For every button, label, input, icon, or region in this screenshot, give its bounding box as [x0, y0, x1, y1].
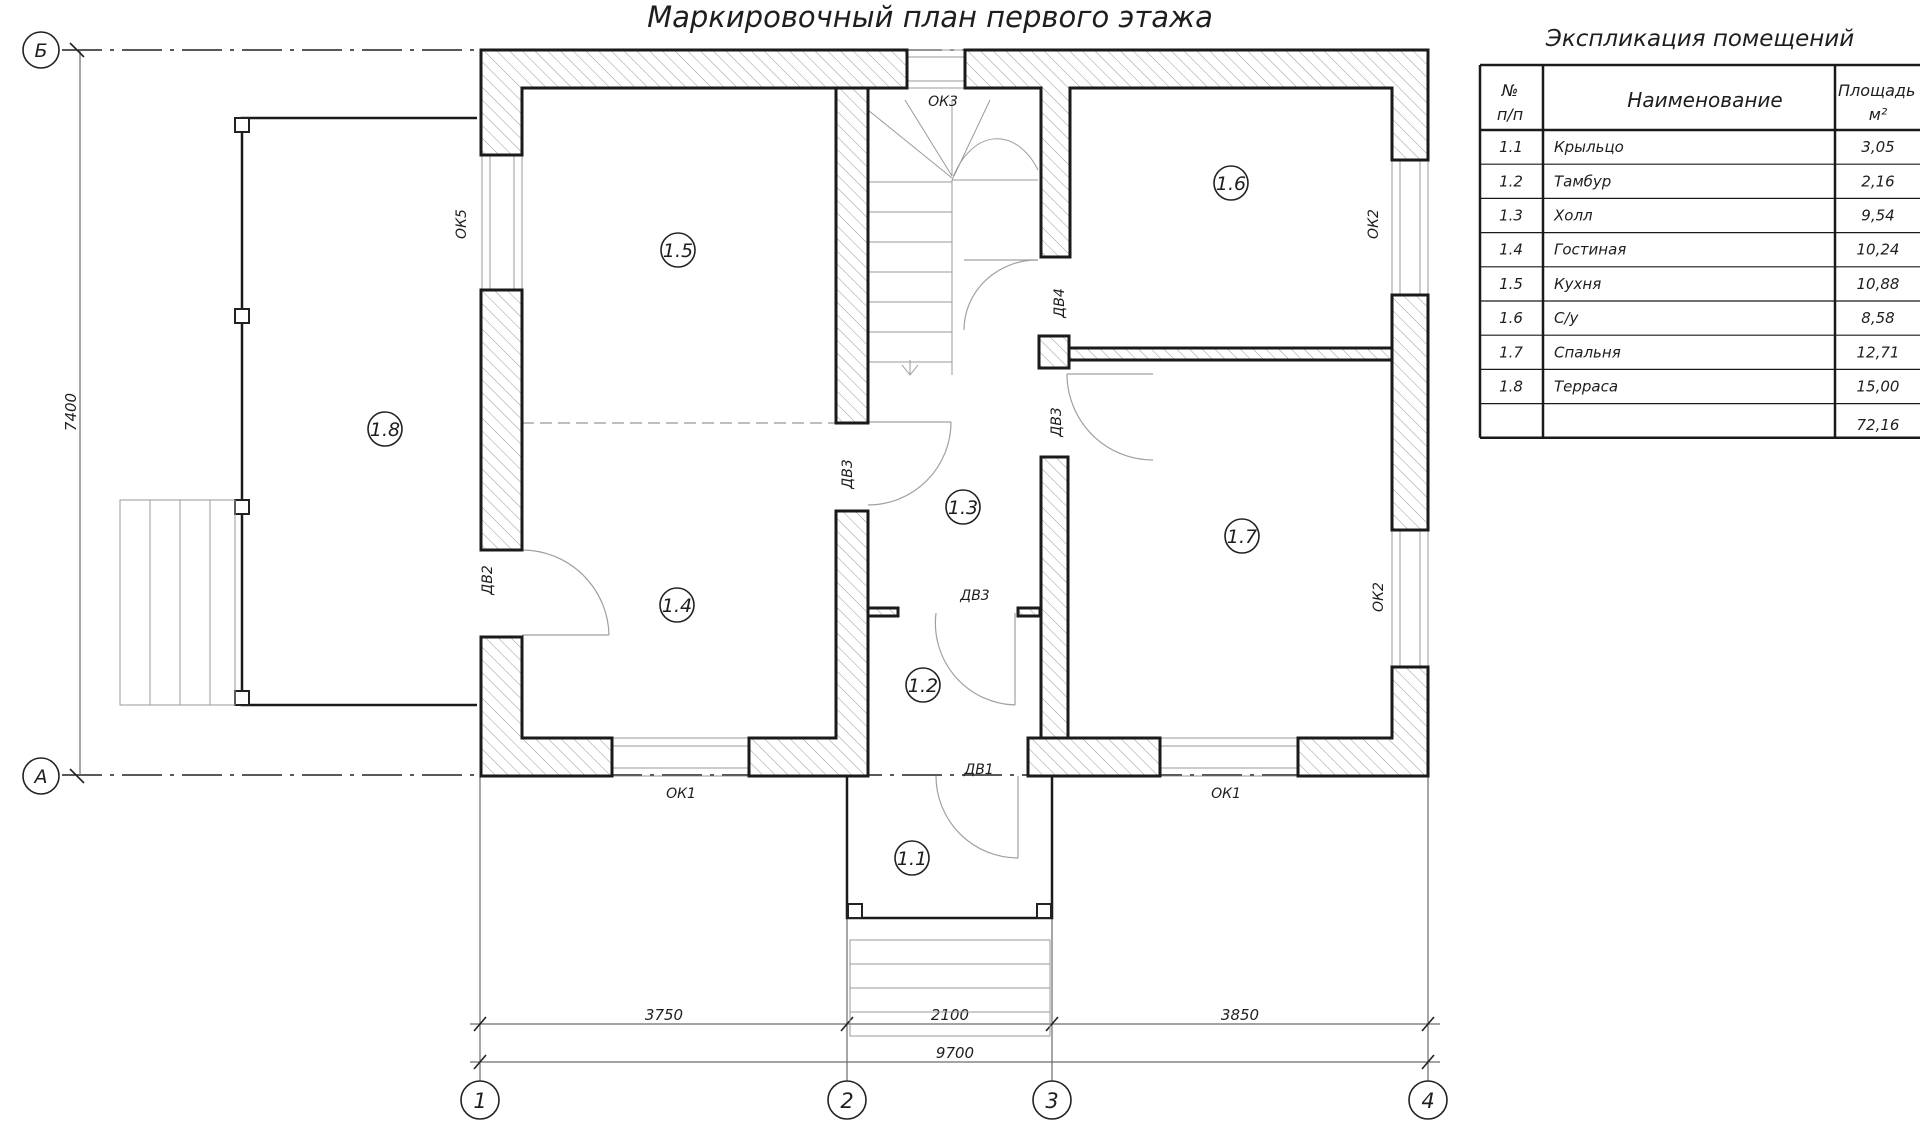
row-name: Холл [1553, 207, 1593, 225]
total-area: 72,16 [1857, 416, 1900, 434]
windows [481, 49, 1429, 777]
dim-3750: 3750 [645, 1006, 683, 1024]
label-dv3-center: ДВ3 [959, 588, 989, 604]
row-area: 10,24 [1857, 241, 1900, 259]
svg-text:1.6: 1.6 [1216, 173, 1246, 195]
row-num: 1.4 [1499, 241, 1523, 259]
svg-text:1: 1 [473, 1089, 486, 1113]
row-area: 10,88 [1857, 275, 1900, 293]
row-name: Гостиная [1554, 241, 1626, 259]
dim-7400: 7400 [62, 393, 80, 431]
axis-grid [62, 49, 1430, 1085]
label-dv4: ДВ4 [1052, 288, 1068, 318]
table-row: 1.4 Гостиная 10,24 [1499, 241, 1899, 259]
plan-title: Маркировочный план первого этажа [647, 0, 1213, 34]
row-name: Крыльцо [1554, 138, 1624, 156]
svg-text:А: А [33, 766, 48, 788]
axis-marker-2: 2 [827, 1080, 867, 1120]
row-area: 9,54 [1861, 207, 1894, 225]
row-num: 1.3 [1499, 207, 1523, 225]
room-marker-1.4: 1.4 [659, 587, 695, 623]
row-num: 1.5 [1499, 275, 1523, 293]
porch [845, 740, 1054, 1037]
room-marker-1.1: 1.1 [894, 840, 930, 876]
room-marker-1.5: 1.5 [660, 232, 696, 268]
room-marker-1.6: 1.6 [1213, 165, 1249, 201]
row-area: 15,00 [1857, 378, 1900, 396]
svg-text:4: 4 [1421, 1089, 1434, 1113]
dimension-lines [470, 1016, 1440, 1070]
label-dv2: ДВ2 [480, 565, 496, 596]
label-dv3-right: ДВ3 [1049, 407, 1065, 437]
row-area: 3,05 [1861, 138, 1894, 156]
walls [479, 48, 1430, 778]
row-num: 1.1 [1499, 138, 1523, 156]
row-area: 8,58 [1861, 309, 1894, 327]
label-ok5: ОК5 [454, 209, 470, 239]
room-marker-1.2: 1.2 [905, 667, 941, 703]
label-ok1-left: ОК1 [666, 786, 696, 802]
dim-9700: 9700 [936, 1044, 974, 1062]
row-num: 1.6 [1499, 309, 1523, 327]
label-ok3: ОК3 [928, 94, 958, 110]
dim-3850: 3850 [1221, 1006, 1259, 1024]
header-area-top: Площадь [1838, 81, 1915, 100]
table-row: 1.6 С/у 8,58 [1499, 309, 1895, 327]
room-marker-1.8: 1.8 [367, 411, 403, 447]
explication-table: № п/п Наименование Площадь м² 1.1 Крыльцо… [1478, 63, 1920, 440]
row-name: Тамбур [1554, 172, 1611, 190]
row-area: 2,16 [1861, 172, 1894, 190]
row-name: Терраса [1554, 378, 1618, 396]
staircase [867, 99, 1039, 376]
row-name: Спальня [1554, 343, 1621, 361]
svg-text:1.5: 1.5 [663, 240, 693, 262]
svg-text:2: 2 [840, 1089, 853, 1113]
explication-title: Экспликация помещений [1545, 26, 1854, 52]
header-num-top: № [1501, 81, 1519, 100]
svg-text:1.2: 1.2 [908, 675, 938, 697]
label-dv3-left: ДВ3 [840, 459, 856, 489]
row-name: Кухня [1554, 275, 1601, 293]
header-area-bottom: м² [1869, 105, 1888, 124]
table-row: 1.2 Тамбур 2,16 [1499, 172, 1895, 190]
svg-text:1.3: 1.3 [948, 497, 978, 519]
door-swings [521, 259, 1154, 859]
axis-marker-1: 1 [460, 1080, 500, 1120]
header-num-bottom: п/п [1497, 105, 1523, 124]
table-row: 1.1 Крыльцо 3,05 [1499, 138, 1895, 156]
label-ok2-bottom: ОК2 [1371, 582, 1387, 612]
room-marker-1.3: 1.3 [945, 489, 981, 525]
table-row: 1.5 Кухня 10,88 [1499, 275, 1899, 293]
label-ok1-right: ОК1 [1211, 786, 1241, 802]
svg-text:1.4: 1.4 [662, 595, 692, 617]
table-row: 1.7 Спальня 12,71 [1499, 343, 1899, 361]
svg-text:1.1: 1.1 [897, 848, 927, 870]
row-num: 1.7 [1499, 343, 1523, 361]
row-num: 1.8 [1499, 378, 1523, 396]
label-ok2-top: ОК2 [1366, 209, 1382, 239]
table-row: 1.3 Холл 9,54 [1499, 207, 1895, 225]
axis-marker-4: 4 [1408, 1080, 1448, 1120]
dim-2100: 2100 [931, 1006, 969, 1024]
row-name: С/у [1554, 309, 1580, 327]
row-num: 1.2 [1499, 172, 1523, 190]
axis-marker-3: 3 [1032, 1080, 1072, 1120]
axis-marker-a: А [22, 757, 85, 795]
svg-text:3: 3 [1045, 1089, 1058, 1113]
row-area: 12,71 [1857, 343, 1900, 361]
header-name: Наименование [1627, 88, 1782, 112]
terrace [119, 116, 477, 707]
svg-text:Б: Б [34, 40, 47, 62]
table-row: 1.8 Терраса 15,00 [1499, 378, 1899, 396]
room-marker-1.7: 1.7 [1224, 518, 1260, 554]
svg-text:1.7: 1.7 [1227, 526, 1257, 548]
svg-text:1.8: 1.8 [370, 419, 400, 441]
axis-marker-b: Б [22, 31, 85, 69]
label-dv1: ДВ1 [963, 762, 993, 778]
